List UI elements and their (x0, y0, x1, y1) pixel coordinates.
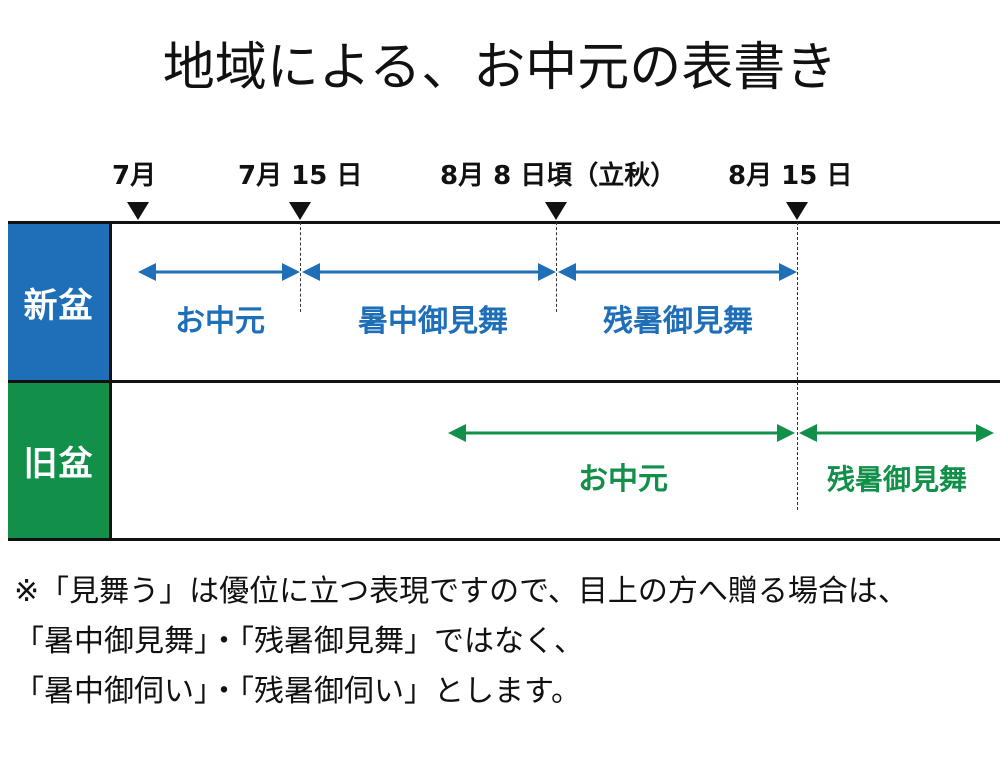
date-marker-triangle-aug-15 (786, 202, 808, 220)
table-row-divider (8, 380, 1000, 383)
date-label-jul: 7月 (112, 161, 157, 191)
table-bottom-border (8, 538, 1000, 541)
arrow-new-bon-shochu (302, 263, 556, 281)
arrow-new-bon-ochugen (138, 263, 300, 281)
period-label-new-ochugen: お中元 (175, 304, 265, 339)
table-top-border (8, 221, 1000, 224)
row-header-old-bon: 旧盆 (8, 383, 109, 538)
table-header-divider (109, 222, 112, 540)
date-label-jul-15: 7月 15 日 (238, 161, 363, 191)
period-label-new-shochu: 暑中御見舞 (358, 304, 508, 339)
date-marker-triangle-jul (127, 202, 149, 220)
period-label-old-ochugen: お中元 (578, 462, 668, 497)
row-header-new-bon: 新盆 (8, 224, 109, 380)
note-line-2: 「暑中御見舞」・「残暑御見舞」ではなく、 (14, 624, 584, 659)
arrow-old-bon-ochugen (448, 424, 795, 442)
dashed-guide-aug-8 (556, 222, 557, 312)
period-label-new-zansho: 残暑御見舞 (603, 304, 753, 339)
note-line-3: 「暑中御伺い」・「残暑御伺い」とします。 (14, 674, 581, 709)
period-label-old-zansho: 残暑御見舞 (826, 463, 967, 496)
date-label-aug-8: 8月 8 日頃（立秋） (440, 161, 677, 191)
dashed-guide-jul-15 (300, 222, 301, 312)
date-label-aug-15: 8月 15 日 (728, 161, 853, 191)
arrow-old-bon-zansho (799, 424, 994, 442)
note-line-1: ※「見舞う」は優位に立つ表現ですので、目上の方へ贈る場合は、 (14, 574, 908, 609)
arrow-new-bon-zansho (558, 263, 797, 281)
page-title: 地域による、お中元の表書き (162, 38, 838, 98)
date-marker-triangle-jul-15 (289, 202, 311, 220)
date-marker-triangle-aug-8 (545, 202, 567, 220)
dashed-guide-aug-15 (797, 222, 798, 510)
